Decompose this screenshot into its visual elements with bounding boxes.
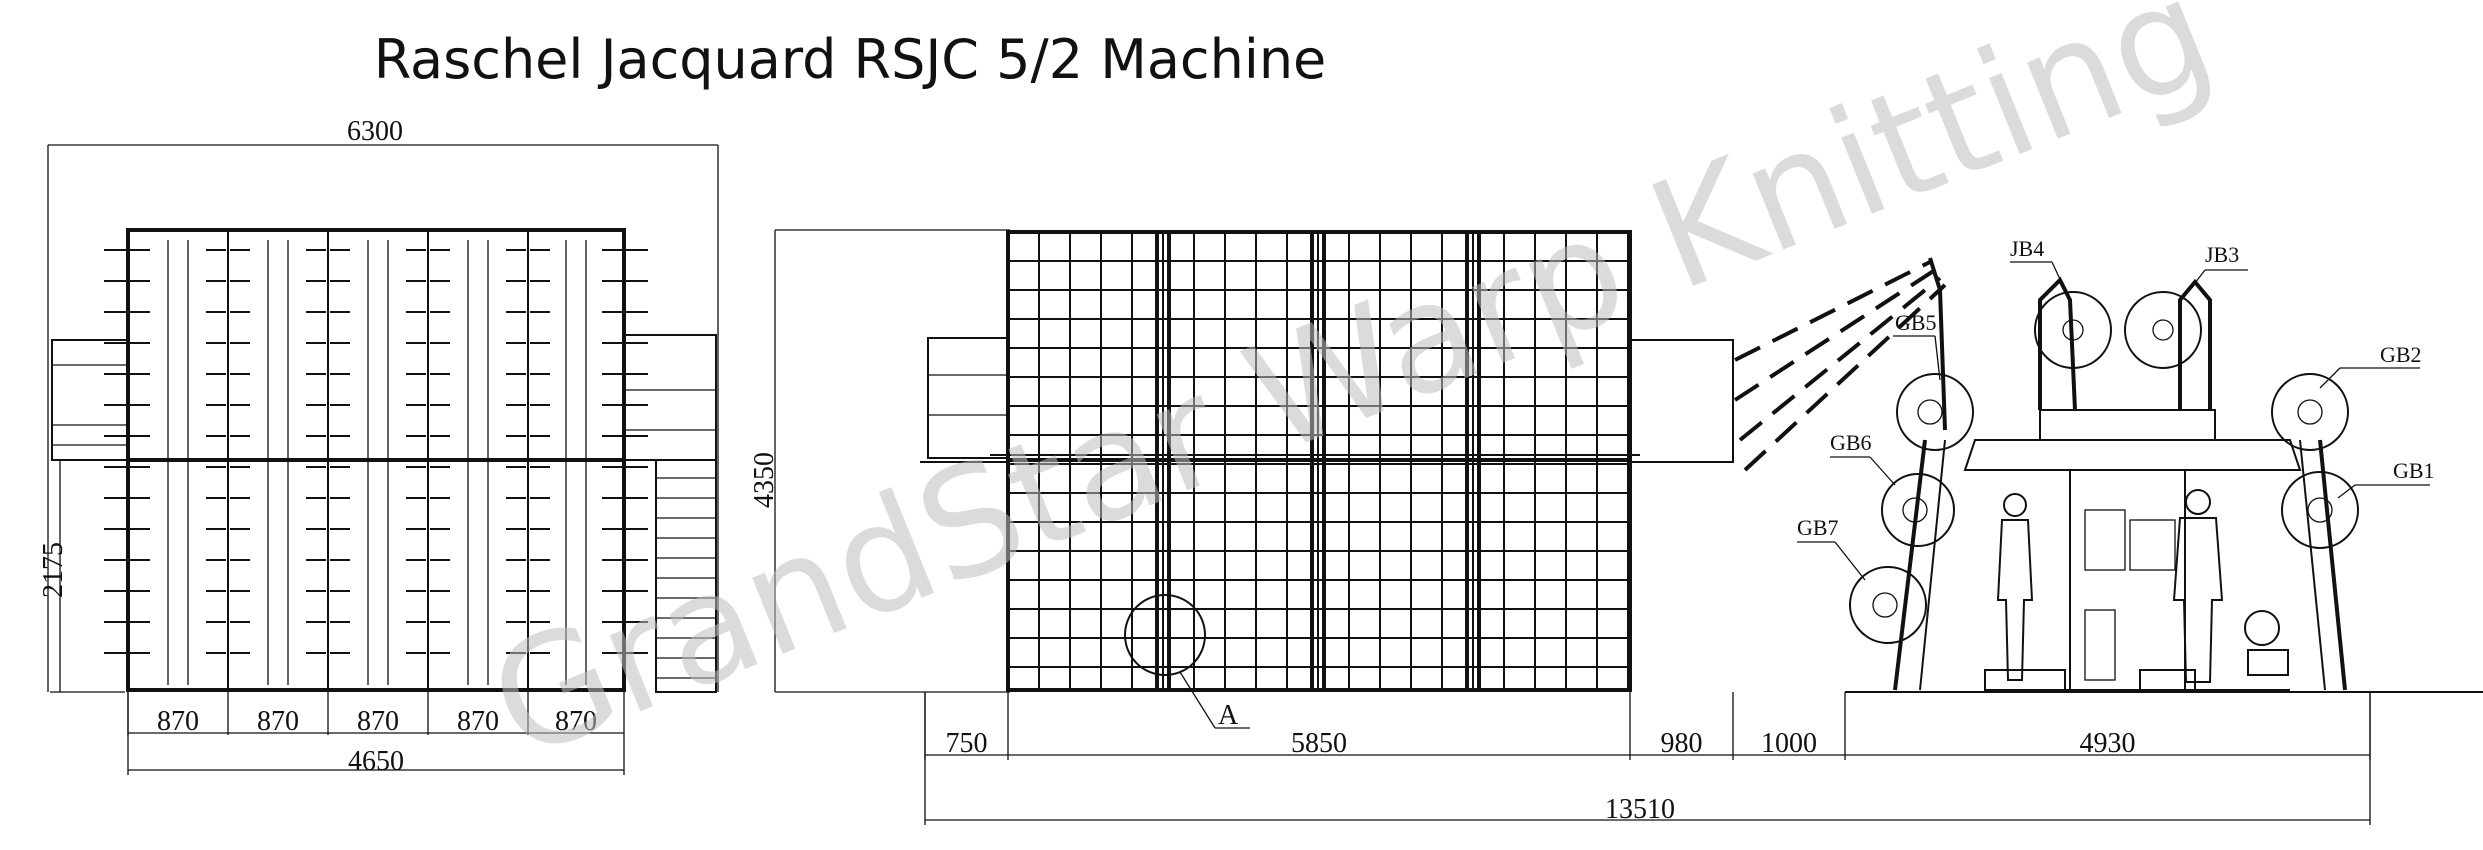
top-view: 6300 2175 870 870 870 870 870 4650 xyxy=(38,116,719,777)
dim-creel-width: 4650 xyxy=(348,746,404,777)
detail-label-a: A xyxy=(1218,700,1239,731)
label-jb3: JB3 xyxy=(2205,242,2239,267)
dim-side-segment: 4930 xyxy=(2080,728,2136,759)
label-gb1: GB1 xyxy=(2393,458,2435,483)
dim-side-height: 4350 xyxy=(749,452,780,508)
dim-overall-width: 6300 xyxy=(347,116,403,147)
dim-bay-width: 870 xyxy=(357,706,399,737)
dim-bay-width: 870 xyxy=(555,706,597,737)
dim-overall-length: 13510 xyxy=(1605,794,1675,825)
detail-circle xyxy=(1124,594,1206,676)
dim-side-segment: 750 xyxy=(946,728,988,759)
human-figure-right xyxy=(2172,489,2224,683)
label-gb7: GB7 xyxy=(1797,515,1839,540)
label-jb4: JB4 xyxy=(2010,236,2044,261)
side-view: 4350 A xyxy=(749,229,2483,825)
dim-bay-width: 870 xyxy=(457,706,499,737)
label-gb6: GB6 xyxy=(1830,430,1872,455)
dim-top-height: 2175 xyxy=(38,542,69,598)
knitting-machine xyxy=(1849,257,2359,691)
dim-bay-width: 870 xyxy=(257,706,299,737)
label-gb5: GB5 xyxy=(1895,310,1937,335)
page-title: Raschel Jacquard RSJC 5/2 Machine xyxy=(373,28,1327,91)
dim-side-segment: 1000 xyxy=(1761,728,1817,759)
part-labels: JB4 JB3 GB5 GB2 GB6 GB1 GB7 xyxy=(1797,236,2435,581)
dim-side-segment: 980 xyxy=(1661,728,1703,759)
label-gb2: GB2 xyxy=(2380,342,2422,367)
dim-bay-width: 870 xyxy=(157,706,199,737)
human-figure-left xyxy=(1996,493,2034,681)
dim-side-segment: 5850 xyxy=(1291,728,1347,759)
